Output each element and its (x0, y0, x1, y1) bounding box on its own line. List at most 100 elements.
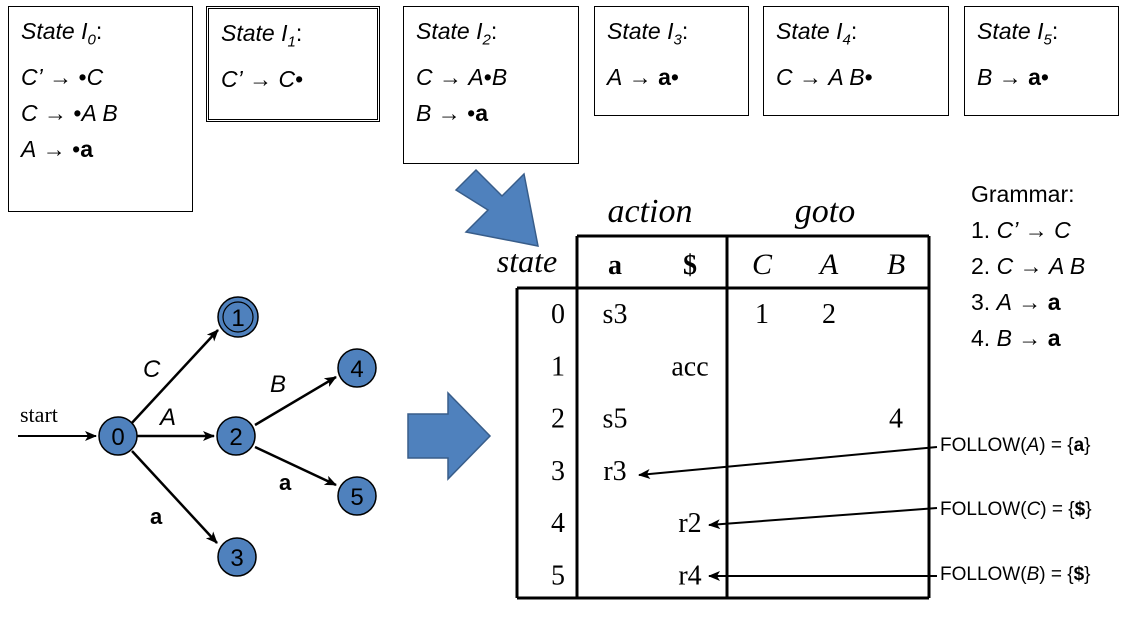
text-segment: → (37, 99, 74, 126)
follow-c-pointer (708, 507, 938, 530)
state-index: 2 (482, 31, 491, 49)
edge-label-b: B (270, 371, 286, 398)
state-index: 4 (842, 31, 851, 49)
node-1: 1 (217, 296, 259, 338)
text-segment: C (21, 99, 38, 126)
table-cell: r4 (678, 561, 701, 592)
follow-pre: FOLLOW( (940, 435, 1027, 456)
state-title: State I2: (416, 18, 498, 49)
text-segment: • (1040, 63, 1049, 90)
table-cell: s3 (603, 299, 628, 330)
grammar-rule: 1. C’ → C (971, 212, 1085, 248)
text-segment: a (80, 135, 93, 162)
node-4-label: 4 (350, 356, 363, 383)
table-cell: 4 (889, 404, 903, 435)
follow-b: FOLLOW(B) = {$} (940, 564, 1091, 586)
text-segment: A B (1048, 253, 1086, 279)
text-segment: A (21, 135, 37, 162)
edge-label-c: C (143, 356, 161, 383)
follow-post: } (1084, 435, 1091, 456)
follow-pre: FOLLOW( (940, 564, 1027, 585)
parse-table (515, 234, 931, 600)
lr-item: B → a• (977, 59, 1118, 95)
follow-term: $ (1073, 564, 1085, 585)
node-5: 5 (337, 476, 377, 516)
follow-post: } (1084, 564, 1091, 585)
text-segment: B (996, 325, 1012, 351)
state-box-i3: State I3:A → a• (594, 6, 749, 116)
row-state: 3 (551, 456, 565, 487)
text-segment: B (416, 99, 432, 126)
state-title: State I3: (607, 18, 689, 49)
text-segment: → (1011, 289, 1048, 315)
column-header: a (608, 250, 622, 281)
text-segment: C (278, 65, 296, 92)
text-segment: → (42, 63, 79, 90)
lr-item: C → A B• (776, 59, 948, 95)
automaton: start C A a B a 0 1 2 3 4 (18, 296, 377, 577)
text-segment: • (670, 63, 679, 90)
node-5-label: 5 (350, 484, 363, 511)
text-segment: C’ (21, 63, 43, 90)
text-segment: → (431, 99, 468, 126)
column-header: C (752, 248, 773, 281)
state-title: State I4: (776, 18, 858, 49)
edge-0-1 (129, 329, 219, 426)
text-segment: C’ (996, 217, 1019, 243)
lr-item: C → •A B (21, 95, 192, 131)
node-0: 0 (98, 416, 138, 456)
state-title-text: State I (221, 20, 288, 46)
state-title: State I5: (977, 18, 1059, 49)
node-2-label: 2 (229, 424, 242, 451)
state-index: 5 (1043, 31, 1052, 49)
text-segment: 4. (971, 325, 997, 351)
text-segment: A (996, 289, 1012, 315)
follow-sym: B (1026, 564, 1040, 585)
text-segment: B (491, 63, 508, 90)
text-segment: → (992, 63, 1029, 90)
text-segment: • (483, 63, 492, 90)
state-index: 3 (673, 31, 682, 49)
grammar-title: Grammar: (971, 181, 1075, 207)
follow-term: a (1073, 435, 1085, 456)
node-1-label: 1 (231, 305, 244, 332)
text-segment: 3. (971, 289, 997, 315)
text-segment: • (295, 65, 304, 92)
row-state: 5 (551, 561, 565, 592)
text-segment: a (1028, 63, 1041, 90)
text-segment: • (864, 63, 873, 90)
start-label: start (20, 402, 58, 427)
state-title-text: State I (776, 18, 843, 44)
table-cell: 1 (755, 299, 769, 330)
edge-2-4 (254, 375, 337, 427)
state-box-i4: State I4: C → A B• (763, 6, 949, 116)
row-state: 4 (551, 508, 565, 539)
text-segment: a (658, 63, 671, 90)
grammar-rule: 2. C → A B (971, 248, 1085, 284)
text-segment: • (467, 99, 476, 126)
text-segment: C’ (221, 65, 243, 92)
node-4: 4 (337, 348, 377, 388)
lr-item: C’ → •C (21, 59, 192, 95)
text-segment: A B (828, 63, 865, 90)
row-state: 0 (551, 299, 565, 330)
text-segment: 1. (971, 217, 997, 243)
node-3: 3 (217, 537, 257, 577)
lr-item: B → •a (416, 95, 578, 131)
block-arrow-right (407, 391, 492, 481)
edge-0-3 (131, 450, 218, 544)
follow-post: } (1085, 499, 1092, 520)
lr-item: A → •a (21, 131, 192, 167)
edge-label-a-t25: a (279, 470, 292, 495)
node-0-label: 0 (111, 424, 124, 451)
column-header: B (887, 248, 905, 281)
follow-c: FOLLOW(C) = {$} (940, 499, 1092, 521)
follow-sym: C (1026, 499, 1041, 520)
follow-mid: ) = { (1040, 499, 1075, 520)
text-segment: A (468, 63, 484, 90)
